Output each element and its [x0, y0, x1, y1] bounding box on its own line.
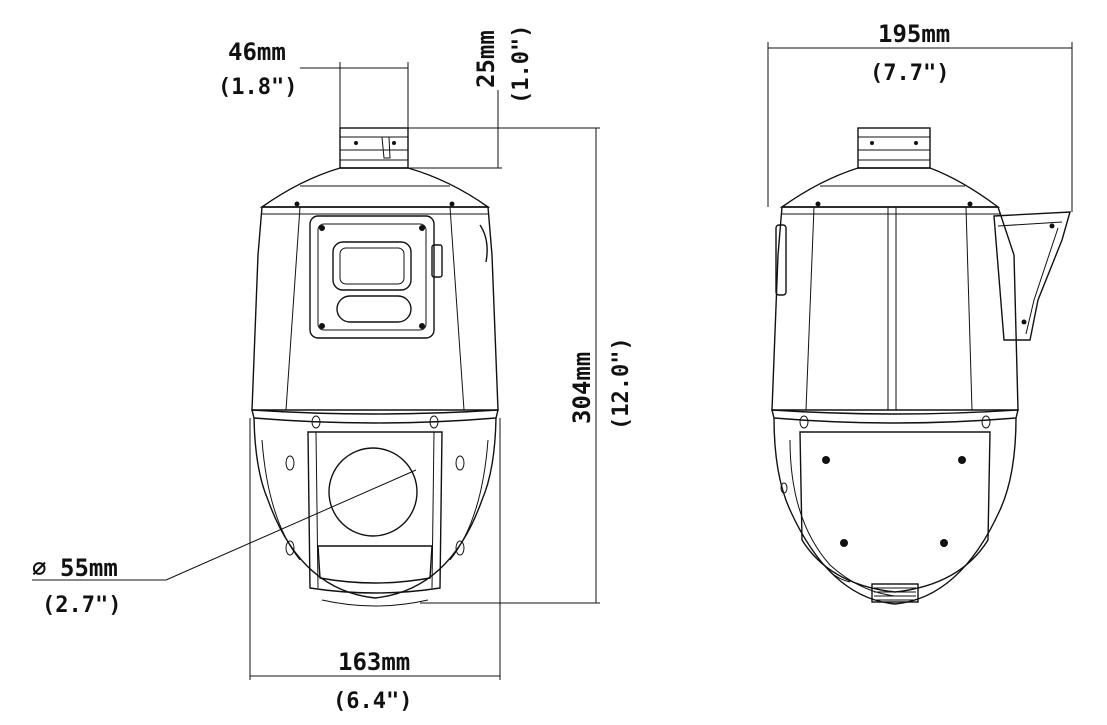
side-width-mm-label: 195mm	[878, 20, 950, 48]
total-height-inch-label: (12.0")	[609, 337, 634, 430]
front-housing	[251, 201, 499, 411]
side-bracket	[993, 211, 1071, 341]
side-width-inch-label: (7.7")	[870, 61, 949, 86]
dimension-labels: 46mm (1.8") 25mm (1.0") 304mm (12.0") 16…	[32, 20, 950, 714]
top-width-inch-label: (1.8")	[218, 75, 297, 100]
side-mount-neck	[857, 127, 931, 169]
side-view	[771, 127, 1071, 605]
top-height-mm-label: 25mm	[472, 30, 500, 88]
body-width-mm-label: 163mm	[338, 648, 410, 676]
front-ring	[251, 409, 499, 424]
body-width-inch-label: (6.4")	[333, 689, 412, 714]
front-shoulder	[259, 167, 491, 208]
total-height-mm-label: 304mm	[568, 352, 596, 424]
lens-diameter-symbol: ∅	[32, 554, 46, 582]
dimension-lines	[32, 42, 1073, 680]
front-mount-neck	[339, 127, 409, 169]
lens-diameter-mm-label: 55mm	[60, 554, 118, 582]
top-width-mm-label: 46mm	[228, 38, 286, 66]
front-dome	[253, 415, 497, 607]
front-window-module	[309, 215, 435, 339]
side-shoulder	[779, 167, 1001, 208]
lens-diameter-inch-label: (2.7")	[42, 593, 121, 618]
top-height-inch-label: (1.0")	[509, 25, 534, 104]
front-view	[251, 127, 499, 607]
side-dome	[773, 415, 1017, 605]
side-ring	[771, 409, 1019, 424]
side-housing	[771, 201, 1019, 411]
